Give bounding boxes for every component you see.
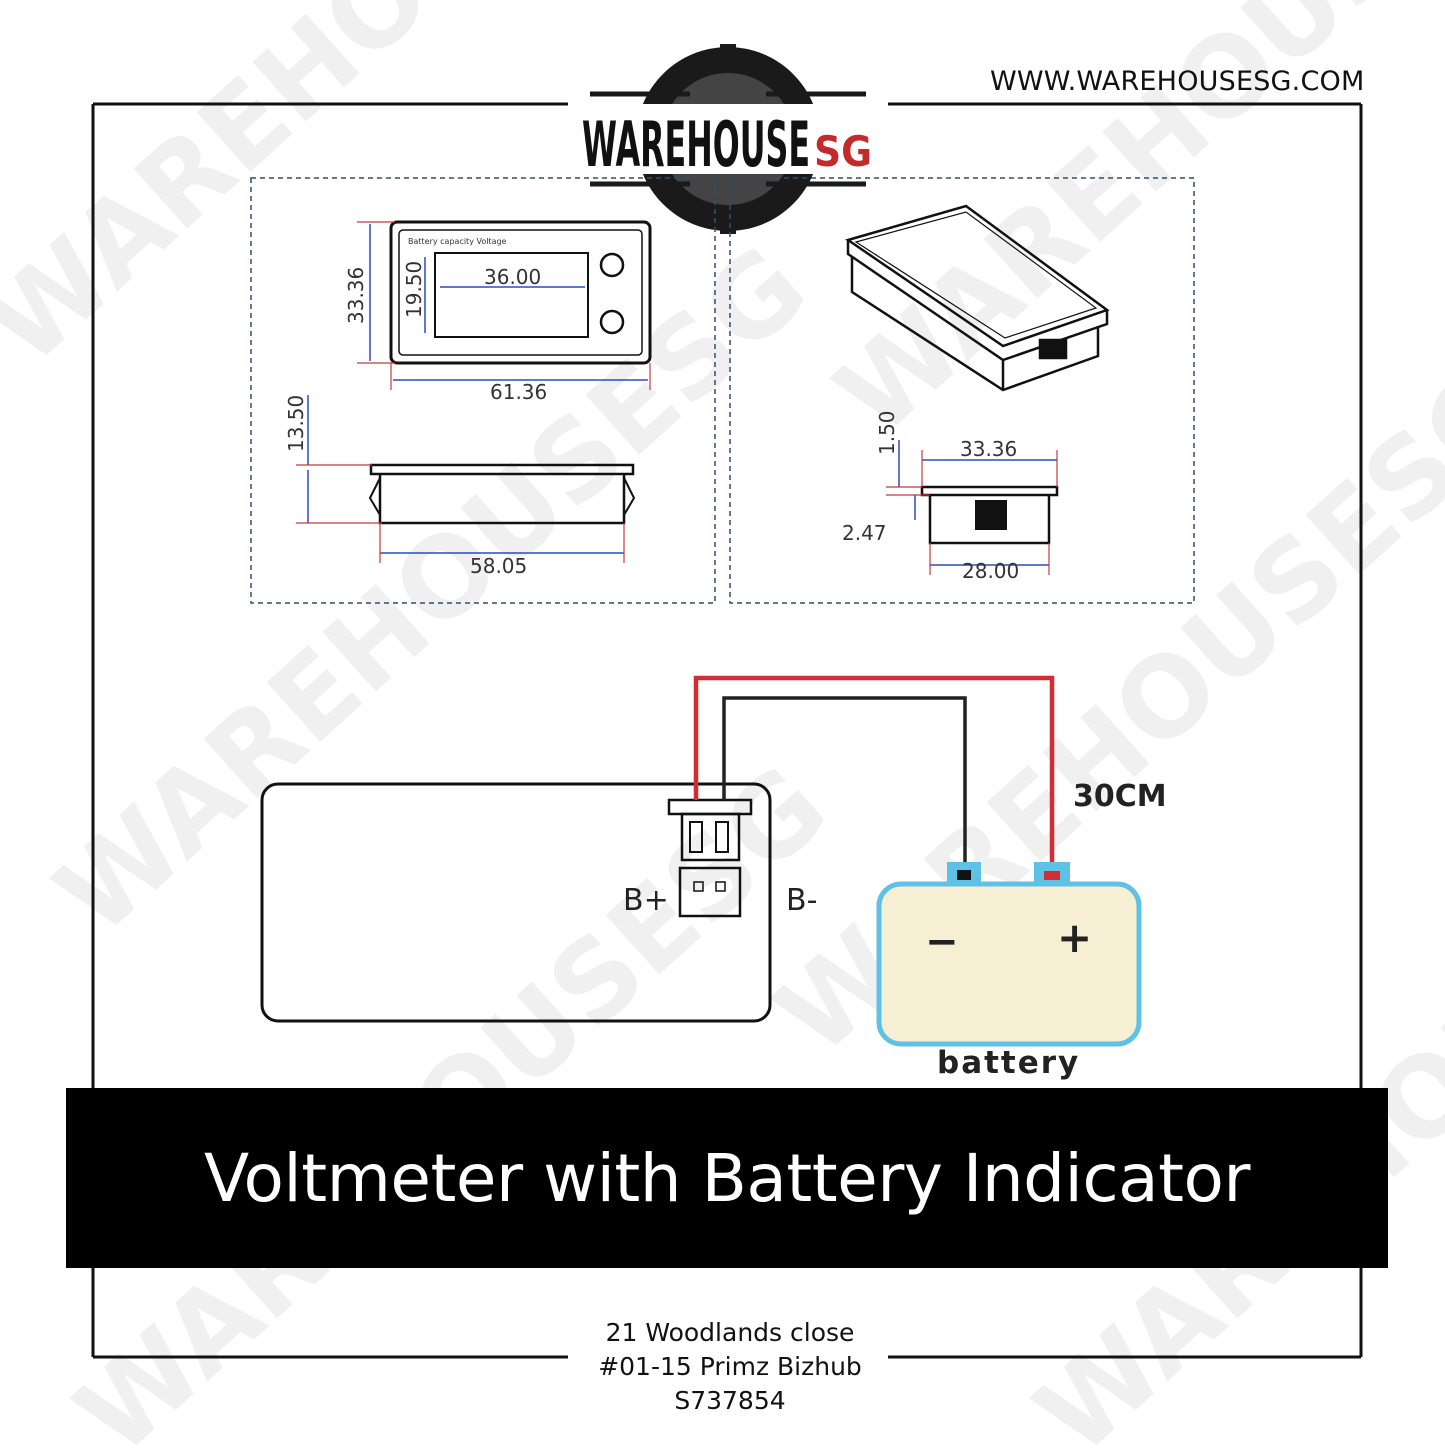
- front-view: Battery capacity Voltage 36.00 19.50 33.…: [344, 220, 652, 404]
- width-label: 61.36: [490, 380, 547, 404]
- display-height-label: 19.50: [402, 261, 426, 318]
- battery-label: battery: [937, 1045, 1080, 1081]
- end-width-label: 33.36: [960, 437, 1017, 461]
- address-line-1: 21 Woodlands close: [605, 1318, 855, 1347]
- red-wire: [693, 675, 1055, 866]
- website-url: WWW.WAREHOUSESG.COM: [990, 66, 1365, 97]
- dimension-drawing: Battery capacity Voltage 36.00 19.50 33.…: [250, 177, 1195, 1081]
- store-address: 21 Woodlands close #01-15 Primz Bizhub S…: [480, 1316, 980, 1418]
- black-wire: [722, 696, 967, 866]
- end-view: 33.36 1.50 2.47 28.00: [842, 410, 1059, 583]
- cable-length-label: 30CM: [1073, 779, 1167, 814]
- panel-front-side: [250, 177, 716, 604]
- battery-plus-sign: +: [1057, 913, 1092, 962]
- battery-minus-sign: −: [925, 919, 959, 965]
- panel-iso-end: [729, 177, 1195, 604]
- page-title: Voltmeter with Battery Indicator: [203, 1139, 1251, 1217]
- title-banner: Voltmeter with Battery Indicator: [66, 1088, 1388, 1268]
- brand-logo: WAREHOUSE SG: [580, 44, 872, 234]
- side-view: 13.50 58.05: [284, 395, 636, 578]
- end-body-width-label: 28.00: [962, 559, 1019, 583]
- b-plus-label: B+: [623, 883, 669, 918]
- logo-accent: SG: [814, 127, 872, 176]
- battery-icon: [876, 881, 1142, 1047]
- connector-plug: [680, 812, 741, 862]
- display-width-label: 36.00: [484, 265, 541, 289]
- logo-text: WAREHOUSE: [582, 108, 810, 181]
- body-width-label: 58.05: [470, 554, 527, 578]
- height-label: 33.36: [344, 267, 368, 324]
- voltmeter-body: [260, 782, 772, 1023]
- address-line-3: S737854: [674, 1386, 786, 1415]
- flange-label: 1.50: [875, 410, 899, 455]
- gap-label: 2.47: [842, 521, 887, 545]
- address-line-2: #01-15 Primz Bizhub: [598, 1352, 862, 1381]
- panel-label: Battery capacity Voltage: [408, 237, 507, 246]
- b-minus-label: B-: [786, 883, 817, 918]
- depth-label: 13.50: [284, 395, 308, 452]
- wiring-diagram: 30CM B+ B- − + battery: [260, 675, 1167, 1081]
- iso-view: [845, 204, 1110, 392]
- connector-socket: [678, 866, 742, 918]
